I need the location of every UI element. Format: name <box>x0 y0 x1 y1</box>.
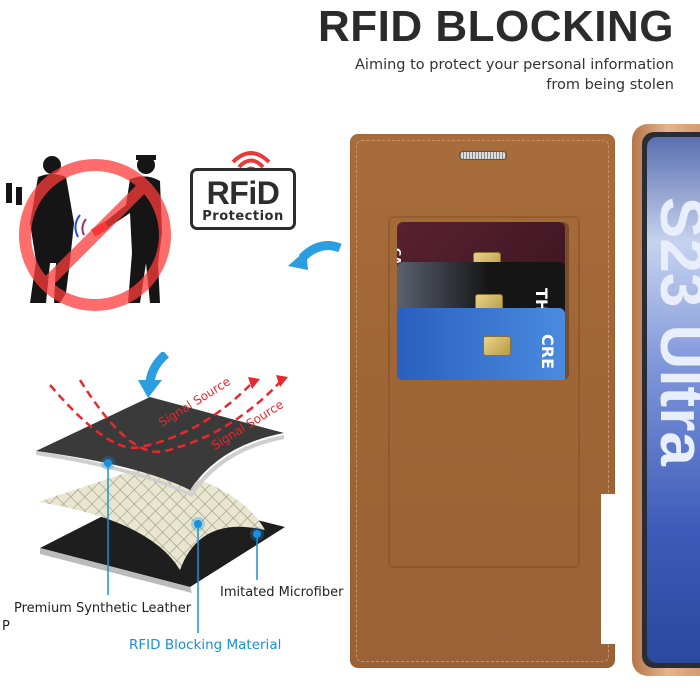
pickpocket-scene-illustration <box>6 155 171 311</box>
card-chip-icon <box>483 336 511 356</box>
stitching <box>356 140 609 662</box>
label-cutoff: P <box>2 619 10 634</box>
phone-model-text: S23 Ultra <box>647 197 700 466</box>
thief-silhouette-icon <box>96 155 162 303</box>
curved-arrow-left-icon <box>288 241 342 270</box>
leader-lines <box>101 456 264 633</box>
curved-arrow-down-icon <box>138 352 170 398</box>
phone: S23 Ultra <box>632 124 700 676</box>
phone-screen: S23 Ultra <box>647 137 700 663</box>
label-imitated-microfiber: Imitated Microfiber <box>220 585 344 600</box>
subtitle: Aiming to protect your personal informat… <box>355 55 674 95</box>
wallet-case-flap: CA TH CRE <box>350 134 623 668</box>
badge-main-text: RFiD <box>206 175 280 211</box>
page-title: RFID BLOCKING <box>317 2 674 51</box>
label-rfid-blocking-material: RFID Blocking Material <box>129 637 282 653</box>
credit-card-blue: CRE <box>397 308 565 380</box>
rfid-protection-badge: RFiD Protection <box>190 168 296 230</box>
card-slot-window: CA TH CRE <box>397 222 569 380</box>
subtitle-line-1: Aiming to protect your personal informat… <box>355 57 674 73</box>
badge-sub-text: Protection <box>202 209 284 224</box>
material-layers-diagram: Signal Source Signal Source <box>36 374 288 633</box>
label-premium-synthetic-leather: Premium Synthetic Leather <box>14 601 192 616</box>
rfid-blocking-layer <box>38 465 265 570</box>
speaker-grille-icon <box>459 151 507 160</box>
case-notch <box>601 494 623 644</box>
leather-layer <box>36 397 284 490</box>
no-entry-icon <box>19 159 171 311</box>
subtitle-line-2: from being stolen <box>546 77 674 93</box>
